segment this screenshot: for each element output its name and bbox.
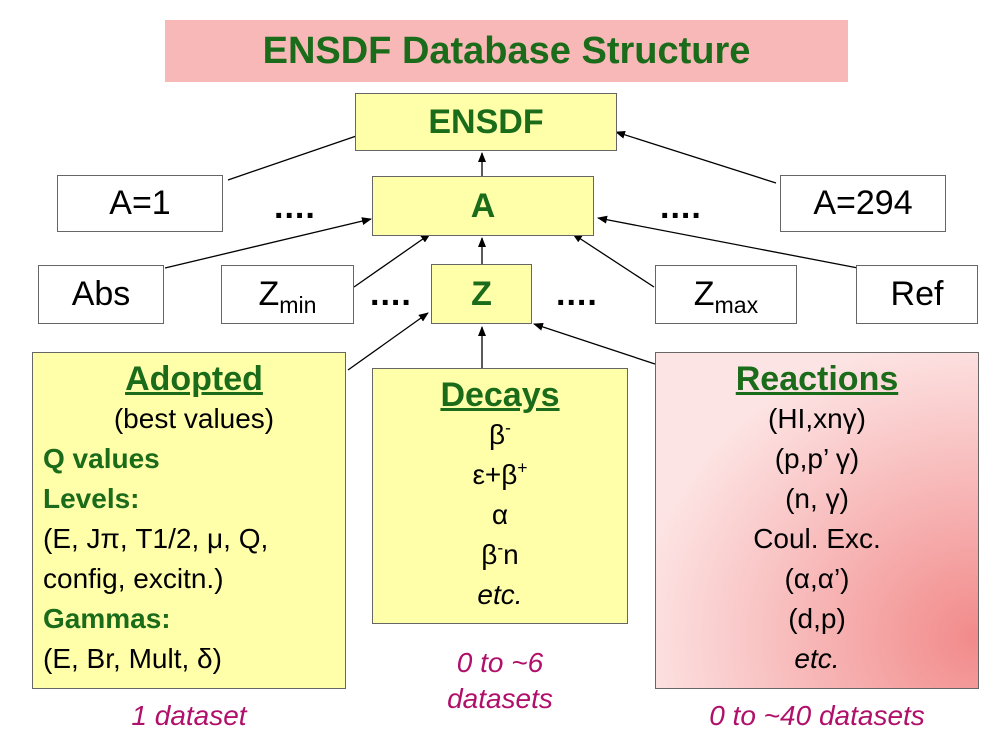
adopted-footer: 1 dataset xyxy=(131,700,247,731)
gammas-label: Gammas: xyxy=(43,603,171,634)
ensdf-node: ENSDF xyxy=(355,93,617,151)
reactions-panel: Reactions (HI,xnγ) (p,p’ γ) (n, γ) Coul.… xyxy=(655,352,979,689)
levels-label: Levels: xyxy=(43,483,140,514)
abs-label: Abs xyxy=(71,275,131,313)
arrow-a1-to-ensdf xyxy=(227,131,369,181)
levels-detail-line1: (E, Jπ, T1/2, μ, Q, xyxy=(43,523,269,554)
reaction-item: Coul. Exc. xyxy=(753,523,881,554)
adopted-panel: Adopted (best values) Q values Levels: (… xyxy=(32,352,346,689)
arrow-zmax-to-a xyxy=(572,233,655,288)
adopted-heading: Adopted xyxy=(125,360,263,398)
zmin-node: Zmin xyxy=(221,265,354,324)
arrow-abs-to-a xyxy=(164,217,372,269)
decay-alpha: α xyxy=(491,499,509,530)
a-node-label: A xyxy=(470,186,496,225)
row-a-left-dots: .... xyxy=(274,188,316,226)
decays-footer-line2: datasets xyxy=(447,683,553,714)
abs-node: Abs xyxy=(38,265,164,324)
z-node-label: Z xyxy=(471,274,492,313)
decays-heading: Decays xyxy=(440,376,560,414)
arrow-adopted-to-z xyxy=(347,312,429,371)
a-node: A xyxy=(372,176,594,236)
ref-node: Ref xyxy=(856,265,978,324)
row-a-right-dots: .... xyxy=(660,188,702,226)
zmax-node: Zmax xyxy=(655,265,797,324)
decays-footer-line1: 0 to ~6 xyxy=(456,647,544,678)
zmax-label: Zmax xyxy=(693,275,759,319)
row-z-right-dots: .... xyxy=(556,275,598,313)
reaction-item: (HI,xnγ) xyxy=(768,403,866,434)
decay-beta-n: β-n xyxy=(481,537,519,570)
a1-label: A=1 xyxy=(109,184,171,222)
decays-footer: 0 to ~6 datasets xyxy=(372,645,628,717)
z-node: Z xyxy=(431,264,532,324)
a294-label: A=294 xyxy=(813,184,913,222)
a294-node: A=294 xyxy=(780,175,946,232)
q-values-label: Q values xyxy=(43,443,160,474)
reactions-heading: Reactions xyxy=(735,360,899,398)
ensdf-node-label: ENSDF xyxy=(428,102,544,141)
reaction-item: (d,p) xyxy=(788,603,846,634)
gammas-detail: (E, Br, Mult, δ) xyxy=(43,643,222,674)
reactions-footer: 0 to ~40 datasets xyxy=(709,700,925,731)
adopted-subheading: (best values) xyxy=(113,403,275,434)
reaction-item: (α,α’) xyxy=(784,563,850,594)
decay-beta-minus: β- xyxy=(489,417,511,450)
decay-ec-beta-plus: ε+β+ xyxy=(472,457,528,490)
decays-etc: etc. xyxy=(477,579,523,610)
decays-panel: Decays β- ε+β+ α β-n etc. xyxy=(372,368,628,624)
row-z-left-dots: .... xyxy=(370,275,412,313)
levels-detail-line2: config, excitn.) xyxy=(43,563,224,594)
arrow-a294-to-ensdf xyxy=(615,130,777,184)
arrow-zmin-to-a xyxy=(353,233,431,288)
ref-label: Ref xyxy=(890,275,944,313)
reactions-etc: etc. xyxy=(794,643,840,674)
arrow-ref-to-a xyxy=(597,215,859,269)
arrow-reactions-to-z xyxy=(533,323,656,365)
reaction-item: (n, γ) xyxy=(785,483,849,514)
a1-node: A=1 xyxy=(57,175,223,232)
zmin-label: Zmin xyxy=(258,275,317,319)
diagram-title: ENSDF Database Structure xyxy=(165,20,848,82)
reaction-item: (p,p’ γ) xyxy=(774,443,860,474)
